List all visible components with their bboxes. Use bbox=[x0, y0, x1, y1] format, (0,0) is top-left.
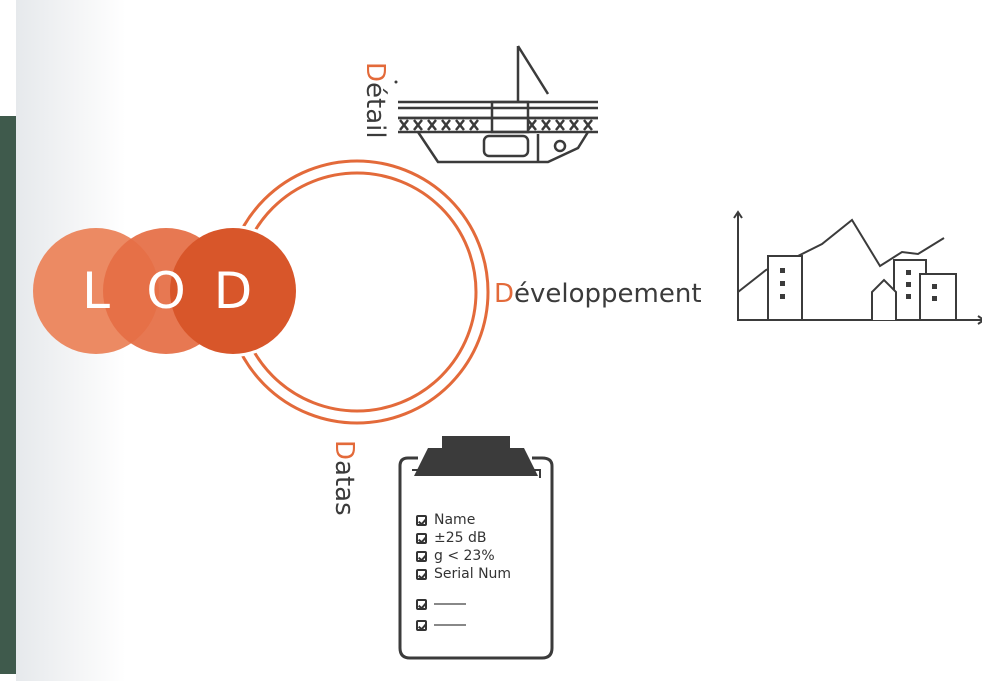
checklist-item: Name bbox=[416, 512, 475, 530]
checklist-item-label: g < 23% bbox=[434, 548, 495, 564]
city-growth-chart-icon bbox=[733, 210, 982, 325]
lod-circle-d bbox=[170, 228, 296, 354]
checkbox-icon bbox=[416, 568, 427, 580]
checklist-item-label: ±25 dB bbox=[434, 530, 487, 546]
label-detail: Détail bbox=[360, 62, 390, 139]
lod-letter-o: O bbox=[146, 262, 186, 320]
checklist-item-label: Serial Num bbox=[434, 566, 512, 582]
blank-line bbox=[434, 624, 466, 626]
blank-line bbox=[434, 603, 466, 605]
lod-letter-l: L bbox=[82, 262, 110, 320]
label-development: Développement bbox=[494, 279, 702, 309]
checkbox-icon bbox=[416, 532, 427, 544]
checklist-item-blank bbox=[416, 617, 466, 635]
checklist-item: ±25 dB bbox=[416, 530, 487, 548]
checkbox-icon bbox=[416, 550, 427, 562]
bridge-section-icon bbox=[394, 45, 598, 164]
label-development-rest: éveloppement bbox=[514, 279, 702, 309]
checklist-item-label: Name bbox=[434, 512, 476, 528]
label-development-initial: D bbox=[494, 279, 515, 309]
label-detail-initial: D bbox=[360, 62, 390, 83]
left-green-strip bbox=[0, 116, 16, 674]
checklist-item: g < 23% bbox=[416, 548, 495, 566]
checklist-item-blank bbox=[416, 596, 466, 614]
label-datas-initial: D bbox=[329, 440, 359, 461]
clipboard-checklist-icon bbox=[398, 436, 554, 660]
checkbox-icon bbox=[416, 598, 427, 610]
checkbox-icon bbox=[416, 619, 427, 631]
label-datas-rest: atas bbox=[329, 460, 359, 516]
lod-letter-d: D bbox=[213, 262, 253, 320]
label-detail-rest: étail bbox=[360, 82, 390, 139]
checklist-item: Serial Num bbox=[416, 566, 511, 584]
label-datas: Datas bbox=[329, 440, 359, 516]
checkbox-icon bbox=[416, 514, 427, 526]
